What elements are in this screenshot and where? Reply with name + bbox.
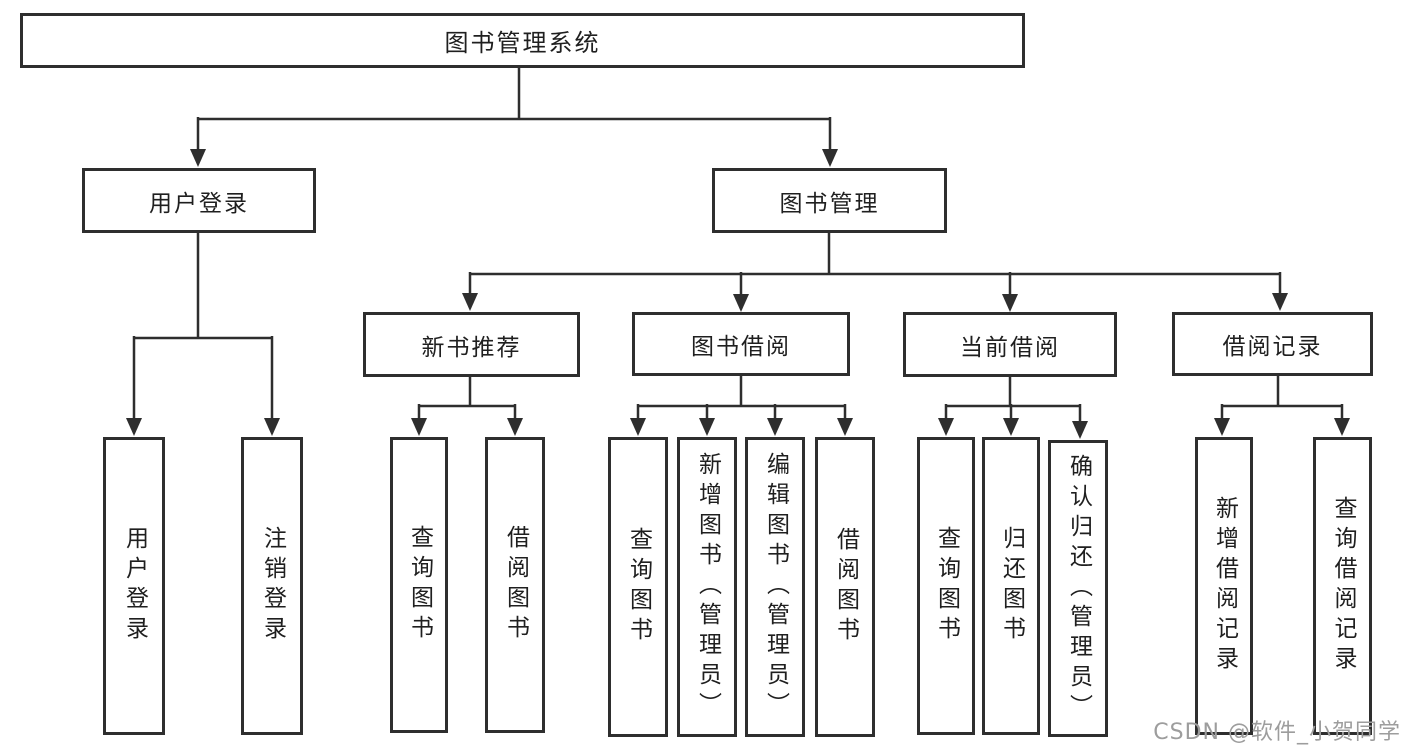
leaf-logout: 注销登录	[241, 437, 303, 735]
leaf-add-borrow-record: 新增借阅记录	[1195, 437, 1253, 735]
leaf-borrow-books-borrowing-label: 借阅图书	[832, 527, 859, 647]
node-current-borrowing-label: 当前借阅	[960, 334, 1060, 361]
leaf-user-login: 用户登录	[103, 437, 165, 735]
node-book-management-label: 图书管理	[779, 190, 880, 217]
leaf-query-borrow-record-label: 查询借阅记录	[1330, 496, 1356, 676]
leaf-add-book-admin: 新增图书（管理员）	[677, 437, 737, 737]
leaf-borrow-books-borrowing: 借阅图书	[815, 437, 875, 737]
node-borrowing-records-label: 借阅记录	[1222, 334, 1323, 360]
leaf-borrow-books-recommend-label: 借阅图书	[502, 525, 529, 645]
node-user-login: 用户登录	[82, 168, 316, 233]
csdn-watermark: CSDN @软件_小贺同学	[1153, 720, 1401, 745]
leaf-query-books-current: 查询图书	[917, 437, 975, 735]
leaf-confirm-return-admin: 确认归还（管理员）	[1048, 440, 1108, 737]
leaf-borrow-books-recommend: 借阅图书	[485, 437, 545, 733]
leaf-return-books: 归还图书	[982, 437, 1040, 735]
leaf-logout-label: 注销登录	[259, 526, 286, 646]
node-user-login-label: 用户登录	[149, 190, 249, 217]
leaf-return-books-label: 归还图书	[998, 526, 1025, 646]
leaf-query-books-borrowing-label: 查询图书	[625, 527, 652, 647]
leaf-edit-book-admin: 编辑图书（管理员）	[745, 437, 805, 737]
leaf-query-borrow-record: 查询借阅记录	[1313, 437, 1372, 735]
leaf-query-books-current-label: 查询图书	[933, 526, 960, 646]
node-book-borrowing-label: 图书借阅	[691, 334, 791, 360]
node-book-borrowing: 图书借阅	[632, 312, 850, 376]
leaf-query-books-recommend-label: 查询图书	[406, 525, 433, 645]
node-library-system: 图书管理系统	[20, 13, 1025, 68]
leaf-add-borrow-record-label: 新增借阅记录	[1211, 496, 1238, 676]
leaf-query-books-borrowing: 查询图书	[608, 437, 668, 737]
node-current-borrowing: 当前借阅	[903, 312, 1117, 377]
node-library-system-label: 图书管理系统	[444, 29, 601, 57]
leaf-add-book-admin-label: 新增图书（管理员）	[694, 452, 721, 722]
leaf-confirm-return-admin-label: 确认归还（管理员）	[1065, 453, 1092, 724]
leaf-edit-book-admin-label: 编辑图书（管理员）	[762, 452, 789, 722]
node-borrowing-records: 借阅记录	[1172, 312, 1373, 376]
leaf-query-books-recommend: 查询图书	[390, 437, 448, 733]
node-book-management: 图书管理	[712, 168, 947, 233]
leaf-user-login-label: 用户登录	[121, 526, 148, 646]
node-new-book-recommend-label: 新书推荐	[421, 334, 522, 361]
node-new-book-recommend: 新书推荐	[363, 312, 580, 377]
